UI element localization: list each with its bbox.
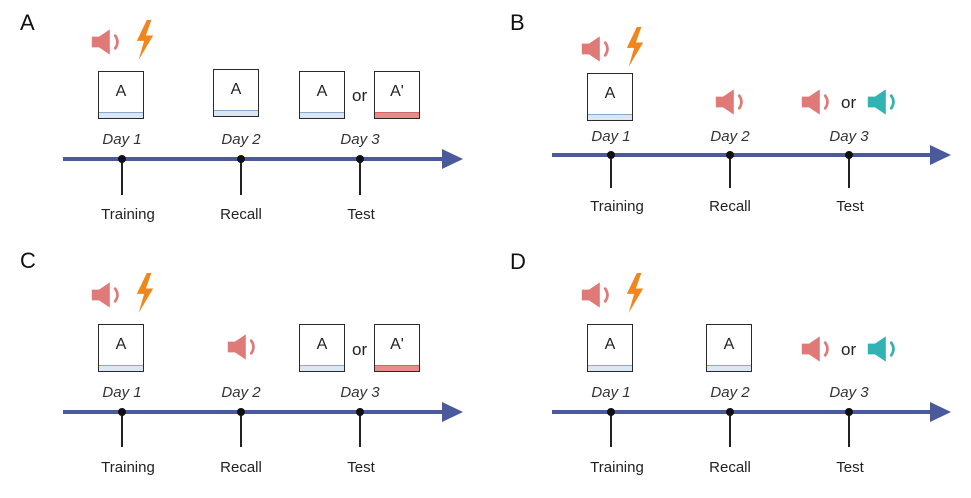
context-label: A' <box>390 336 404 353</box>
phase-label: Test <box>836 198 864 215</box>
context-label: A <box>230 81 242 98</box>
context-floor-same <box>99 112 143 118</box>
phase-label: Training <box>590 198 644 215</box>
context-floor-same <box>707 365 751 371</box>
timeline-arrowhead <box>930 402 951 422</box>
timeline-dot <box>118 408 126 416</box>
timeline-arrowhead <box>930 145 951 165</box>
timeline <box>552 402 951 447</box>
phase-label: Recall <box>709 198 751 215</box>
day-label: Day 1 <box>102 131 142 148</box>
panel-label: D <box>510 249 526 274</box>
timeline-dot <box>845 408 853 416</box>
day-label: Day 2 <box>710 384 750 401</box>
day-label: Day 2 <box>221 384 261 401</box>
timeline <box>63 149 463 195</box>
context-box-a: A <box>98 324 144 372</box>
context-box-a: A <box>299 71 345 119</box>
context-label: A' <box>390 83 404 100</box>
timeline-dot <box>356 408 364 416</box>
timeline-dot <box>118 155 126 163</box>
phase-label: Training <box>101 459 155 476</box>
context-floor-same <box>300 112 344 118</box>
panel-a: A A A A or A' Day 1 Day 2 Day 3 Training… <box>0 0 480 245</box>
context-box-a: A <box>587 324 633 372</box>
or-label: or <box>841 93 857 112</box>
day-label: Day 3 <box>340 384 380 401</box>
context-floor-same <box>588 365 632 371</box>
context-label: A <box>604 336 616 353</box>
day-label: Day 1 <box>102 384 142 401</box>
context-floor-altered <box>375 112 419 118</box>
context-floor-same <box>588 114 632 120</box>
panel-label: C <box>20 248 36 273</box>
phase-label: Recall <box>220 206 262 223</box>
phase-label: Test <box>347 459 375 476</box>
day-label: Day 3 <box>829 128 869 145</box>
day-label: Day 3 <box>340 131 380 148</box>
timeline-dot <box>845 151 853 159</box>
context-label: A <box>723 336 735 353</box>
day-label: Day 3 <box>829 384 869 401</box>
context-box-a: A <box>98 71 144 119</box>
context-floor-altered <box>375 365 419 371</box>
context-label: A <box>316 83 328 100</box>
day-label: Day 1 <box>591 384 631 401</box>
timeline <box>63 402 463 447</box>
or-label: or <box>352 86 368 105</box>
or-label: or <box>352 340 368 359</box>
context-label: A <box>316 336 328 353</box>
day-label: Day 1 <box>591 128 631 145</box>
timeline-dot <box>237 155 245 163</box>
context-box-a-prime: A' <box>374 71 420 119</box>
timeline <box>552 145 951 188</box>
timeline-dot <box>607 151 615 159</box>
timeline-arrowhead <box>442 402 463 422</box>
context-box-a: A <box>587 73 633 121</box>
timeline-dot <box>726 151 734 159</box>
context-box-a: A <box>706 324 752 372</box>
panel-label: A <box>20 10 35 35</box>
phase-label: Training <box>590 459 644 476</box>
timeline-dot <box>726 408 734 416</box>
context-label: A <box>115 336 127 353</box>
timeline-dot <box>237 408 245 416</box>
phase-label: Test <box>347 206 375 223</box>
phase-label: Recall <box>709 459 751 476</box>
panel-label: B <box>510 10 525 35</box>
context-label: A <box>604 85 616 102</box>
or-label: or <box>841 340 857 359</box>
timeline-arrowhead <box>442 149 463 169</box>
phase-label: Test <box>836 459 864 476</box>
panel-c: C A A or A' Day 1 Day 2 Day 3 Training R… <box>0 247 480 492</box>
phase-label: Training <box>101 206 155 223</box>
timeline-dot <box>607 408 615 416</box>
phase-label: Recall <box>220 459 262 476</box>
context-box-a: A <box>213 69 259 117</box>
context-floor-same <box>99 365 143 371</box>
context-label: A <box>115 83 127 100</box>
context-box-a-prime: A' <box>374 324 420 372</box>
day-label: Day 2 <box>710 128 750 145</box>
context-box-a: A <box>299 324 345 372</box>
panel-b: B A or Day 1 Day 2 Day 3 Training Recall… <box>490 0 970 245</box>
context-floor-same <box>214 110 258 116</box>
timeline-dot <box>356 155 364 163</box>
panel-d: D A A or Day 1 Day 2 Day 3 Training Reca… <box>490 247 970 492</box>
context-floor-same <box>300 365 344 371</box>
day-label: Day 2 <box>221 131 261 148</box>
